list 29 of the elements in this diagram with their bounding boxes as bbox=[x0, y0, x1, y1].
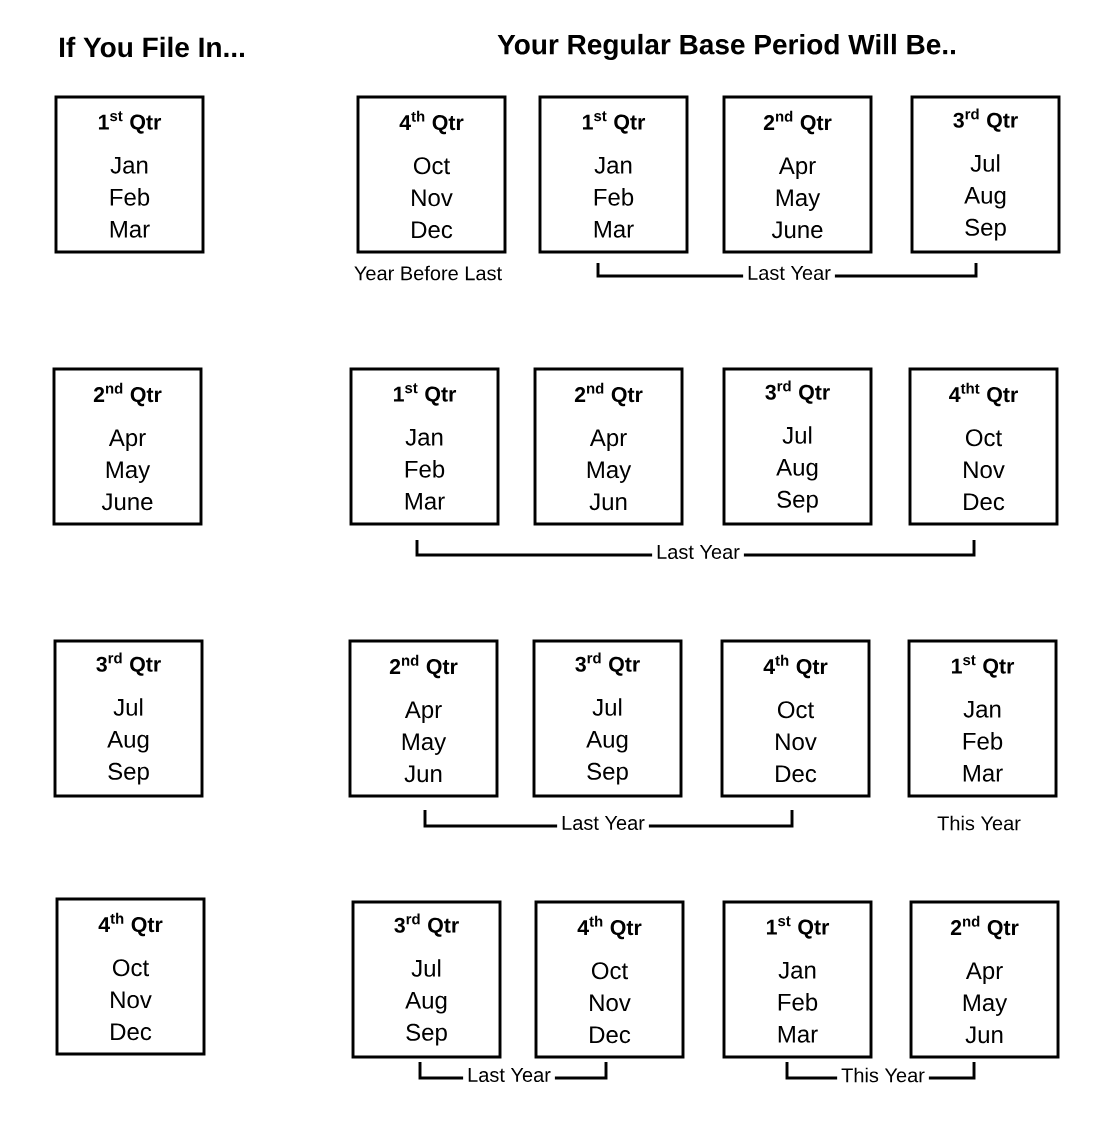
bracket-label: Last Year bbox=[557, 814, 649, 832]
quarter-box: $\mathbf{1^{st}\ Qtr}$ Jan Feb Mar bbox=[907, 639, 1058, 798]
quarter-box: $\mathbf{2^{nd}\ Qtr}$ Apr May Jun bbox=[909, 900, 1060, 1059]
quarter-box: $\mathbf{3^{rd}\ Qtr}$ Jul Aug Sep bbox=[532, 639, 683, 798]
bracket-label: This Year bbox=[837, 1066, 929, 1084]
quarter-box: $\mathbf{4^{th}\ Qtr}$ Oct Nov Dec bbox=[534, 900, 685, 1059]
quarter-box: $\mathbf{3^{rd}\ Qtr}$ Jul Aug Sep bbox=[351, 900, 502, 1059]
quarter-box: $\mathbf{1^{st}\ Qtr}$ Jan Feb Mar bbox=[54, 95, 205, 254]
quarter-box: $\mathbf{1^{st}\ Qtr}$ Jan Feb Mar bbox=[538, 95, 689, 254]
period-label: This Year bbox=[937, 815, 1021, 831]
quarter-box: $\mathbf{3^{rd}\ Qtr}$ Jul Aug Sep bbox=[722, 367, 873, 526]
quarter-box: $\mathbf{2^{nd}\ Qtr}$ Apr May Jun bbox=[348, 639, 499, 798]
heading: If You File In... bbox=[60, 36, 244, 58]
period-label: Year Before Last bbox=[354, 265, 502, 281]
heading: Your Regular Base Period Will Be.. bbox=[497, 33, 955, 61]
quarter-box: $\mathbf{3^{rd}\ Qtr}$ Jul Aug Sep bbox=[910, 95, 1061, 254]
quarter-box: $\mathbf{4^{th}\ Qtr}$ Oct Nov Dec bbox=[55, 897, 206, 1056]
quarter-box: $\mathbf{1^{st}\ Qtr}$ Jan Feb Mar bbox=[722, 900, 873, 1059]
quarter-box: $\mathbf{2^{nd}\ Qtr}$ Apr May June bbox=[52, 367, 203, 526]
quarter-box: $\mathbf{3^{rd}\ Qtr}$ Jul Aug Sep bbox=[53, 639, 204, 798]
quarter-box: $\mathbf{4^{th}\ Qtr}$ Oct Nov Dec bbox=[720, 639, 871, 798]
quarter-box: $\mathbf{4^{th}\ Qtr}$ Oct Nov Dec bbox=[356, 95, 507, 254]
bracket-label: Last Year bbox=[463, 1066, 555, 1084]
bracket-label: Last Year bbox=[743, 264, 835, 282]
quarter-box: $\mathbf{2^{nd}\ Qtr}$ Apr May Jun bbox=[533, 367, 684, 526]
bracket-label: Last Year bbox=[652, 543, 744, 561]
quarter-box: $\mathbf{2^{nd}\ Qtr}$ Apr May June bbox=[722, 95, 873, 254]
quarter-box: $\mathbf{4^{tht}\ Qtr}$ Oct Nov Dec bbox=[908, 367, 1059, 526]
quarter-box: $\mathbf{1^{st}\ Qtr}$ Jan Feb Mar bbox=[349, 367, 500, 526]
